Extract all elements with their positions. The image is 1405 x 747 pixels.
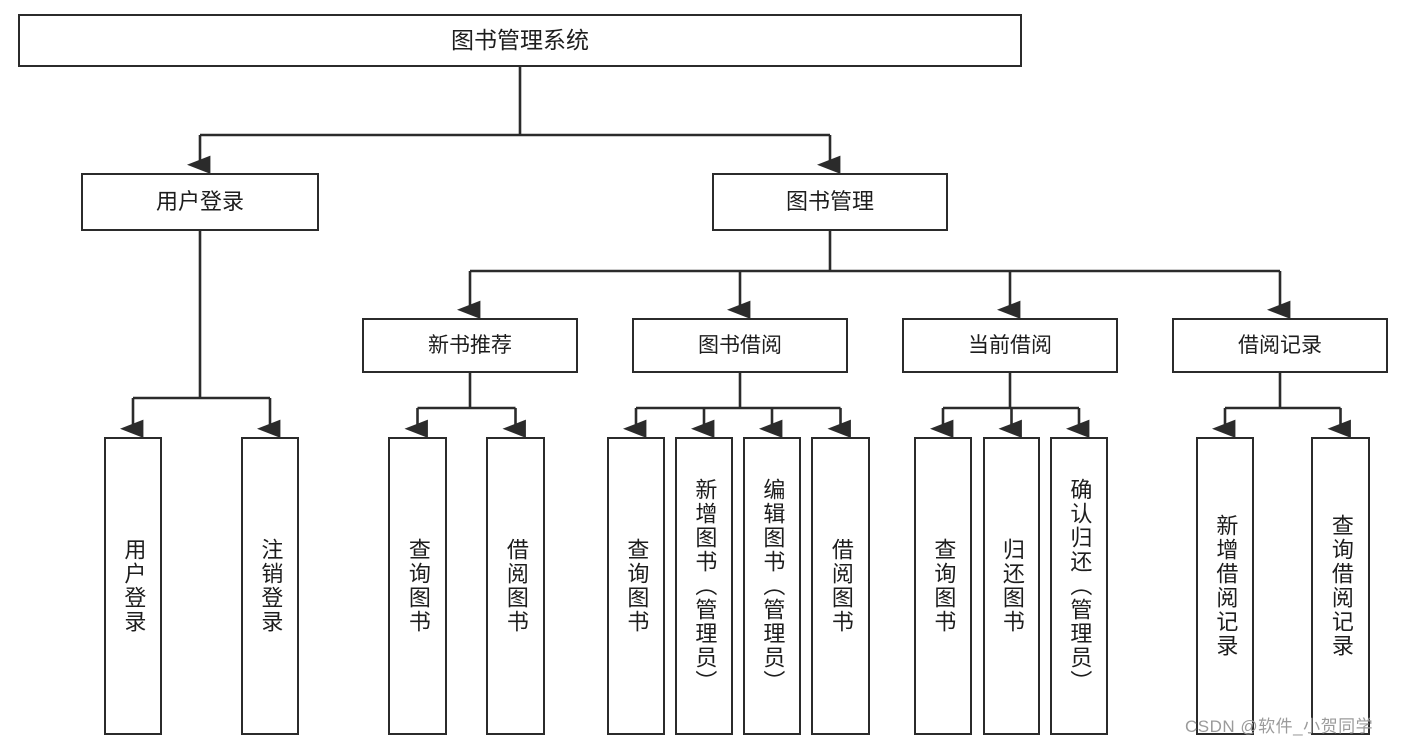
- level2-node-1[interactable]: 图书借阅: [632, 318, 848, 373]
- node-label: 新增图书（管理员）: [692, 478, 718, 694]
- leaf-node-3[interactable]: 借阅图书: [486, 437, 545, 735]
- level1-node-1[interactable]: 图书管理: [712, 173, 948, 231]
- node-label: 查询图书: [405, 538, 431, 634]
- node-label: 借阅图书: [503, 538, 529, 634]
- leaf-node-6[interactable]: 编辑图书（管理员）: [743, 437, 801, 735]
- node-label: 归还图书: [999, 538, 1025, 634]
- level2-node-2[interactable]: 当前借阅: [902, 318, 1118, 373]
- node-label: 图书借阅: [698, 333, 782, 357]
- node-label: 借阅记录: [1238, 333, 1322, 357]
- leaf-node-1[interactable]: 注销登录: [241, 437, 299, 735]
- csdn-watermark: CSDN @软件_小贺同学: [1185, 717, 1374, 736]
- leaf-node-12[interactable]: 查询借阅记录: [1311, 437, 1370, 735]
- level1-node-0[interactable]: 用户登录: [81, 173, 319, 231]
- leaf-node-9[interactable]: 归还图书: [983, 437, 1040, 735]
- node-label: 查询借阅记录: [1328, 514, 1354, 658]
- node-label: 查询图书: [624, 538, 650, 634]
- node-label: 确认归还（管理员）: [1067, 478, 1093, 694]
- node-label: 图书管理: [785, 188, 874, 214]
- node-label: 新增借阅记录: [1213, 514, 1239, 658]
- node-label: 查询图书: [931, 538, 957, 634]
- leaf-node-2[interactable]: 查询图书: [388, 437, 447, 735]
- node-label: 注销登录: [258, 538, 284, 634]
- leaf-node-5[interactable]: 新增图书（管理员）: [675, 437, 733, 735]
- node-label: 用户登录: [155, 188, 244, 214]
- leaf-node-4[interactable]: 查询图书: [607, 437, 665, 735]
- node-label: 用户登录: [121, 538, 147, 634]
- node-label: 图书管理系统: [451, 26, 589, 53]
- node-label: 新书推荐: [428, 333, 512, 357]
- node-label: 编辑图书（管理员）: [760, 478, 786, 694]
- level2-node-3[interactable]: 借阅记录: [1172, 318, 1388, 373]
- leaf-node-8[interactable]: 查询图书: [914, 437, 972, 735]
- leaf-node-10[interactable]: 确认归还（管理员）: [1050, 437, 1108, 735]
- root-node-0[interactable]: 图书管理系统: [18, 14, 1022, 67]
- leaf-node-0[interactable]: 用户登录: [104, 437, 162, 735]
- leaf-node-7[interactable]: 借阅图书: [811, 437, 870, 735]
- level2-node-0[interactable]: 新书推荐: [362, 318, 578, 373]
- node-label: 借阅图书: [828, 538, 854, 634]
- leaf-node-11[interactable]: 新增借阅记录: [1196, 437, 1254, 735]
- node-label: 当前借阅: [968, 333, 1052, 357]
